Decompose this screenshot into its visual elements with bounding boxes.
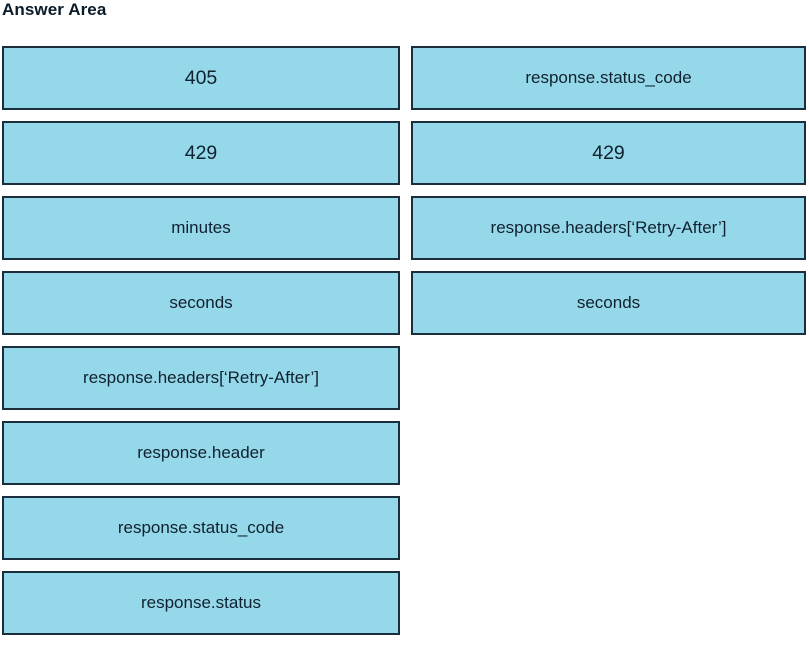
- option-box[interactable]: 405: [2, 46, 400, 110]
- answer-box[interactable]: seconds: [411, 271, 806, 335]
- option-label: 405: [184, 67, 218, 89]
- answer-label: 429: [592, 142, 625, 164]
- answer-label: response.headers[‘Retry-After’]: [490, 218, 727, 237]
- option-box[interactable]: response.status_code: [2, 496, 400, 560]
- answer-label: response.status_code: [525, 68, 692, 87]
- option-box[interactable]: response.header: [2, 421, 400, 485]
- answer-box[interactable]: 429: [411, 121, 806, 185]
- option-label: minutes: [171, 218, 231, 237]
- option-label: 429: [184, 142, 218, 164]
- option-box[interactable]: response.status: [2, 571, 400, 635]
- option-box[interactable]: response.headers[‘Retry-After’]: [2, 346, 400, 410]
- option-label: response.status_code: [117, 518, 285, 537]
- option-box[interactable]: seconds: [2, 271, 400, 335]
- answer-label: seconds: [576, 293, 641, 312]
- option-box[interactable]: 429: [2, 121, 400, 185]
- option-label: response.status: [140, 593, 261, 612]
- answer-box[interactable]: response.status_code: [411, 46, 806, 110]
- option-label: response.header: [137, 443, 265, 462]
- answers-column-right: response.status_code 429 response.header…: [411, 46, 806, 346]
- answer-box[interactable]: response.headers[‘Retry-After’]: [411, 196, 806, 260]
- option-box[interactable]: minutes: [2, 196, 400, 260]
- options-column-left: 405 429 minutes seconds response.headers…: [2, 46, 400, 646]
- option-label: response.headers[‘Retry-After’]: [83, 368, 319, 387]
- option-label: seconds: [169, 293, 233, 312]
- page-title: Answer Area: [2, 0, 107, 19]
